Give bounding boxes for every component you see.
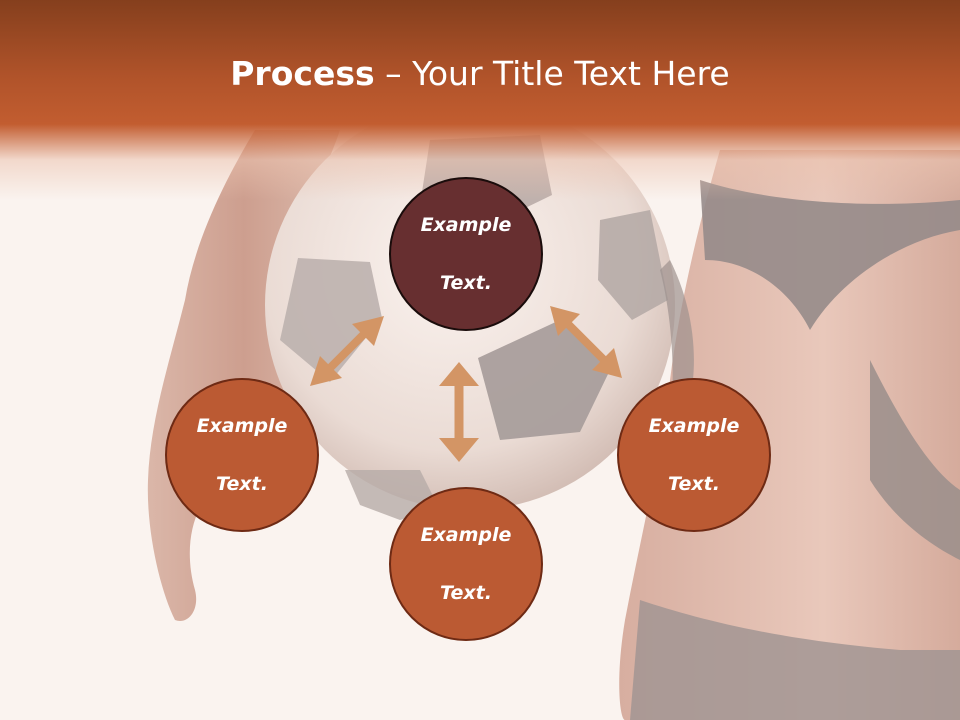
node-top-line2: Text. xyxy=(440,271,492,294)
node-left-line1: Example xyxy=(196,414,288,437)
title-bold: Process xyxy=(230,54,375,93)
node-right-line2: Text. xyxy=(668,472,720,495)
node-bottom-line2: Text. xyxy=(440,581,492,604)
double-arrow-icon xyxy=(310,316,384,386)
node-top-line1: Example xyxy=(420,213,512,236)
slide-title: Process – Your Title Text Here xyxy=(0,52,960,96)
node-left-line2: Text. xyxy=(216,472,268,495)
node-right-line1: Example xyxy=(648,414,740,437)
double-arrow-icon xyxy=(550,306,622,378)
header-band xyxy=(0,0,960,200)
title-rest: – Your Title Text Here xyxy=(374,54,730,93)
double-arrow-icon xyxy=(439,362,479,462)
node-bottom-line1: Example xyxy=(420,523,512,546)
